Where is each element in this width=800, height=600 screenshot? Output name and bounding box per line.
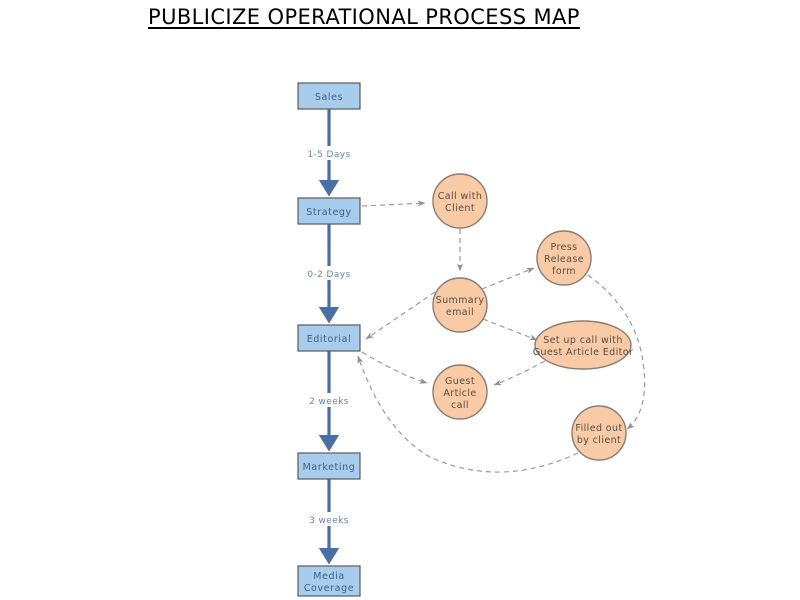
node-summary-email[interactable]: Summary email (432, 277, 488, 333)
node-summary-email-shape[interactable] (432, 277, 488, 333)
edge-label-marketing-to-media-coverage: 3 weeks (309, 516, 349, 526)
sub-process-connectors (357, 200, 646, 473)
edge-label-sales-to-strategy: 1-5 Days (307, 150, 350, 160)
node-call-with-client-label-line2: Client (445, 203, 475, 214)
node-editorial-label: Editorial (307, 334, 352, 345)
connector-editorial-to-guest-article-call (361, 351, 428, 384)
node-marketing-shape[interactable] (297, 452, 361, 480)
node-strategy-shape[interactable] (297, 197, 361, 225)
edge-labels: 1-5 Days 0-2 Days 2 weeks 3 weeks (300, 146, 358, 526)
node-media-coverage-shape[interactable] (297, 565, 361, 597)
node-media-coverage-label-line2: Coverage (304, 583, 354, 594)
node-editorial-shape[interactable] (297, 324, 361, 352)
node-set-up-call[interactable]: Set up call with Guest Article Editor (533, 320, 634, 370)
connector-summary-email-to-set-up-call (482, 318, 538, 341)
node-call-with-client[interactable]: Call with Client (432, 173, 488, 229)
node-marketing[interactable]: Marketing (297, 452, 361, 480)
connector-filled-out-by-client-to-editorial (357, 355, 579, 473)
node-sales-shape[interactable] (297, 82, 361, 110)
node-press-release-form-label-line1: Press (550, 242, 577, 253)
node-editorial[interactable]: Editorial (297, 324, 361, 352)
node-set-up-call-shape[interactable] (534, 320, 632, 370)
node-media-coverage-label-line1: Media (313, 571, 345, 582)
connector-set-up-call-to-guest-article-call (493, 360, 546, 386)
node-sales[interactable]: Sales (297, 82, 361, 110)
connector-summary-email-to-editorial (365, 291, 436, 340)
node-strategy[interactable]: Strategy (297, 197, 361, 225)
node-filled-out-by-client-shape[interactable] (571, 405, 627, 461)
node-guest-article-call-label-line1: Guest (445, 376, 475, 387)
node-filled-out-by-client-label-line2: by client (577, 435, 621, 446)
node-guest-article-call-label-line2: Article (443, 388, 476, 399)
node-media-coverage[interactable]: Media Coverage (297, 565, 361, 597)
node-call-with-client-shape[interactable] (432, 173, 488, 229)
node-marketing-label: Marketing (303, 462, 356, 473)
node-sales-label: Sales (315, 92, 343, 103)
edge-label-bg-1 (300, 146, 358, 160)
edge-label-bg-3 (300, 393, 358, 407)
edge-label-strategy-to-editorial: 0-2 Days (307, 270, 350, 280)
node-guest-article-call[interactable]: Guest Article call (432, 364, 488, 420)
page-title: PUBLICIZE OPERATIONAL PROCESS MAP (148, 5, 580, 29)
node-strategy-label: Strategy (306, 207, 352, 218)
node-set-up-call-label-line1: Set up call with (543, 335, 623, 346)
node-press-release-form-label-line2: Release (544, 254, 584, 265)
node-set-up-call-label-line2: Guest Article Editor (533, 347, 634, 358)
edge-label-bg-4 (300, 512, 358, 526)
node-filled-out-by-client[interactable]: Filled out by client (571, 405, 627, 461)
edge-label-bg-2 (300, 266, 358, 280)
node-filled-out-by-client-label-line1: Filled out (575, 423, 622, 434)
node-press-release-form[interactable]: Press Release form (536, 230, 592, 286)
node-press-release-form-label-line3: form (552, 266, 576, 277)
node-summary-email-label-line1: Summary (436, 295, 485, 306)
node-summary-email-label-line2: email (446, 307, 474, 318)
connector-strategy-to-call-with-client (361, 200, 426, 207)
node-press-release-form-shape[interactable] (536, 230, 592, 286)
connector-summary-email-to-press-release-form (481, 267, 535, 290)
node-call-with-client-label-line1: Call with (438, 191, 483, 202)
edge-label-editorial-to-marketing: 2 weeks (309, 397, 349, 407)
node-guest-article-call-label-line3: call (451, 400, 469, 411)
node-guest-article-call-shape[interactable] (432, 364, 488, 420)
